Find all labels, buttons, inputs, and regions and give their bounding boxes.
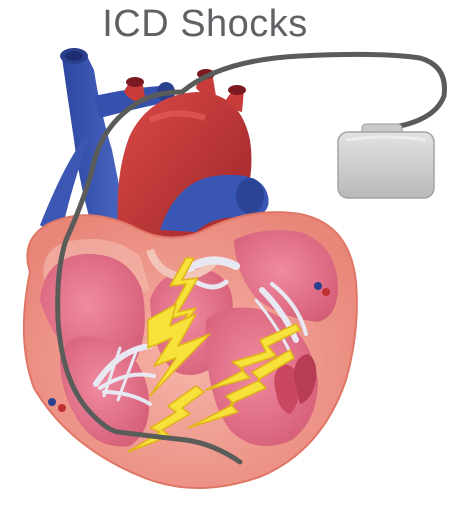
icd-device: [338, 124, 434, 198]
